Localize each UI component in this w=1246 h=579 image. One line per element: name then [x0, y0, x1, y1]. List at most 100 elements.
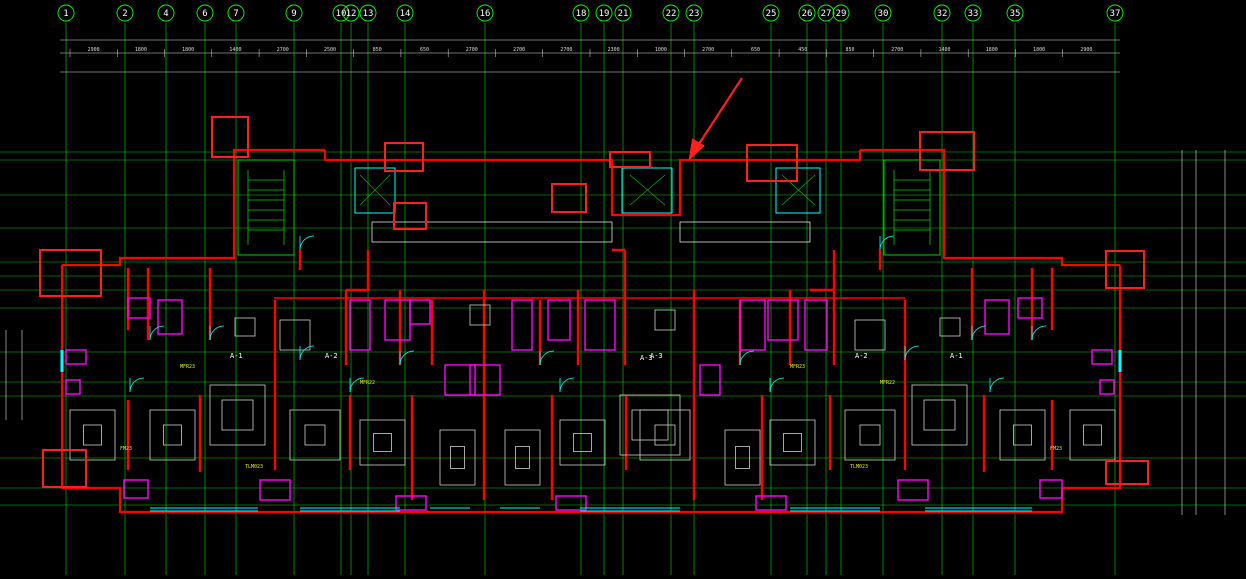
bed-pillow [1083, 424, 1102, 446]
axis-label: 23 [689, 9, 700, 19]
elevator-hatch [359, 174, 816, 206]
axis-bubble [1006, 4, 1024, 22]
dimension-text: 2900 [88, 47, 100, 53]
fixture [65, 349, 87, 365]
axis-bubble [572, 4, 590, 22]
axis-bubble [762, 4, 780, 22]
bed [439, 429, 476, 486]
axis-bubble [685, 4, 703, 22]
bed [844, 409, 896, 461]
axis-label: 33 [968, 9, 979, 19]
fixture [984, 299, 1010, 335]
fixture [127, 297, 151, 319]
markup-arrow [688, 77, 743, 161]
stair-well-left [237, 159, 295, 256]
room-code: FM23 [1050, 446, 1062, 452]
axis-bubble [157, 4, 175, 22]
interior-partitions [126, 248, 1054, 500]
bed [999, 409, 1046, 461]
plumbing-fixtures [65, 297, 1115, 511]
bed [289, 409, 341, 461]
axis-bubble [57, 4, 75, 22]
bed-pillow [1013, 424, 1032, 446]
dining-table [469, 304, 491, 326]
bed-pillow [515, 446, 530, 469]
bed [559, 419, 606, 466]
unit-label: A-2 [325, 352, 338, 360]
axis-label: 37 [1110, 9, 1121, 19]
axis-bubble [874, 4, 892, 22]
dining-table [279, 319, 311, 351]
dimension-text: 2700 [277, 47, 289, 53]
dimension-text: 1800 [182, 47, 194, 53]
axis-label: 2 [122, 9, 127, 19]
fixture [1099, 379, 1115, 395]
unit-label: A-2 [855, 352, 868, 360]
bed-pillow [163, 424, 182, 446]
coffee-table [923, 399, 956, 431]
sofa [911, 384, 968, 446]
axis-label: 7 [233, 9, 238, 19]
axis-label: 22 [666, 9, 677, 19]
axis-label: 30 [878, 9, 889, 19]
fixture [395, 495, 427, 511]
axis-bubble [332, 4, 350, 22]
room-code: TLM023 [850, 464, 868, 470]
dimension-text: 2300 [608, 47, 620, 53]
dimension-text: 850 [373, 47, 382, 53]
axis-bubble [116, 4, 134, 22]
room-code: MFR22 [880, 380, 895, 386]
dimension-text: 1000 [655, 47, 667, 53]
furniture-layout [69, 304, 1116, 486]
bed-pillow [83, 424, 102, 446]
fixture [767, 299, 799, 341]
axis-bubble [359, 4, 377, 22]
dimension-text: 2700 [702, 47, 714, 53]
fixture [157, 299, 183, 335]
fixture [897, 479, 929, 501]
bed [724, 429, 761, 486]
fixture [555, 495, 587, 511]
dining-table [939, 317, 961, 337]
axis-bubble [476, 4, 494, 22]
room-code: FM23 [120, 446, 132, 452]
fixture [755, 495, 787, 511]
room-code: MFR23 [790, 364, 805, 370]
axis-label: 4 [163, 9, 168, 19]
dimension-text: 650 [751, 47, 760, 53]
axis-label: 9 [291, 9, 296, 19]
stair-well-right [883, 159, 941, 256]
dimension-text: 1800 [1033, 47, 1045, 53]
axis-bubble [285, 4, 303, 22]
bed-pillow [304, 424, 326, 446]
axis-label: 10 [336, 9, 347, 19]
axis-bubble [595, 4, 613, 22]
axis-label: 25 [766, 9, 777, 19]
bed [149, 409, 196, 461]
dimension-text: 1800 [135, 47, 147, 53]
axis-bubble [662, 4, 680, 22]
axis-bubble [933, 4, 951, 22]
dimension-text: 2500 [324, 47, 336, 53]
bed [504, 429, 541, 486]
axis-bubble [798, 4, 816, 22]
dimension-text: 2700 [513, 47, 525, 53]
door-swings [129, 235, 1047, 393]
fixture [349, 299, 371, 351]
axis-bubble [614, 4, 632, 22]
markup-boxes [39, 116, 1149, 488]
fixture [65, 379, 81, 395]
axis-label: 6 [202, 9, 207, 19]
dimension-text: 1400 [229, 47, 241, 53]
axis-label: 18 [576, 9, 587, 19]
axis-label: 12 [346, 9, 357, 19]
bed-pillow [654, 424, 676, 446]
dimension-text: 1800 [986, 47, 998, 53]
room-code: MFR23 [180, 364, 195, 370]
dimension-text: 450 [798, 47, 807, 53]
bed-pillow [783, 433, 802, 452]
unit-label: A-1 [950, 352, 963, 360]
unit-label: A-3 [640, 354, 653, 362]
